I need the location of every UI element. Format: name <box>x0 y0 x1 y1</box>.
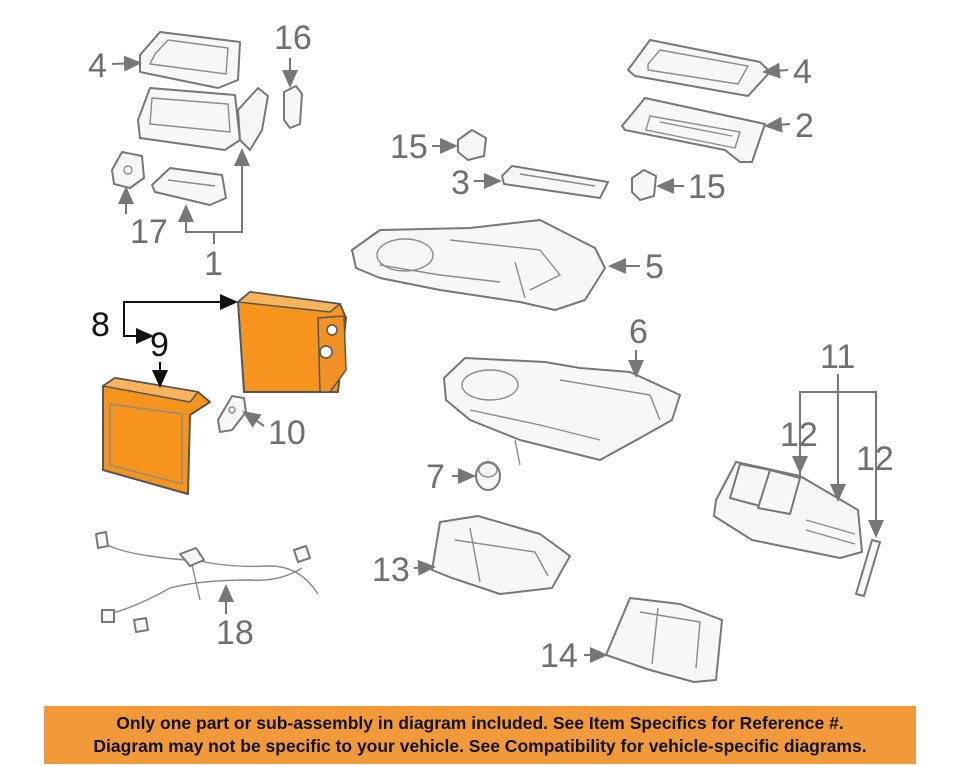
part-2-filter-door <box>621 97 766 163</box>
part-14-duct <box>605 597 723 683</box>
part-13-door-assembly <box>431 515 571 595</box>
part-3-vent-duct <box>501 165 609 199</box>
callout-18: 18 <box>216 614 254 652</box>
part-11-heater-core <box>713 461 863 559</box>
exploded-view-drawing: 4 16 17 1 4 2 15 15 3 5 6 7 8 9 10 11 12… <box>88 19 894 683</box>
part-16-actuator <box>283 85 303 129</box>
callout-4-left: 4 <box>88 47 107 85</box>
callout-8: 8 <box>91 306 110 344</box>
leader-lines <box>111 55 884 663</box>
callout-13: 13 <box>372 551 410 589</box>
callout-9: 9 <box>150 326 169 364</box>
callout-11: 11 <box>820 338 855 376</box>
callout-2: 2 <box>795 107 814 145</box>
part-1-intake-housing <box>137 87 269 206</box>
disclaimer-line-2: Diagram may not be specific to your vehi… <box>93 736 867 756</box>
callout-14: 14 <box>540 637 578 675</box>
callout-4-right: 4 <box>793 53 812 91</box>
callout-10: 10 <box>268 414 306 452</box>
part-5-upper-case <box>351 219 606 311</box>
part-6-lower-case <box>443 357 681 466</box>
callout-16: 16 <box>274 19 312 57</box>
part-10-fitting <box>217 395 247 433</box>
part-18-wiring-harness <box>95 531 319 633</box>
part-12-tube <box>855 539 881 597</box>
callout-6: 6 <box>629 313 648 351</box>
disclaimer-line-1: Only one part or sub-assembly in diagram… <box>116 713 844 733</box>
callout-5: 5 <box>645 248 664 286</box>
part-4-cover-right <box>627 39 771 97</box>
callout-3: 3 <box>451 164 470 202</box>
part-15-grommet-top <box>457 129 487 161</box>
callout-15-top: 15 <box>390 128 428 166</box>
callout-1: 1 <box>204 245 223 283</box>
callout-12-left: 12 <box>780 416 818 454</box>
part-9-evaporator-seal <box>101 377 211 495</box>
disclaimer-banner: Only one part or sub-assembly in diagram… <box>44 706 916 764</box>
part-15-grommet-right <box>631 169 657 201</box>
part-17-clip <box>111 151 145 189</box>
callout-15-right: 15 <box>688 168 726 206</box>
callout-17: 17 <box>130 213 168 251</box>
part-4-cover-left <box>139 31 241 89</box>
part-7-bushing <box>475 461 501 491</box>
part-8-evaporator-core <box>236 291 347 393</box>
callout-7: 7 <box>426 458 445 496</box>
callout-12-right: 12 <box>856 440 894 478</box>
